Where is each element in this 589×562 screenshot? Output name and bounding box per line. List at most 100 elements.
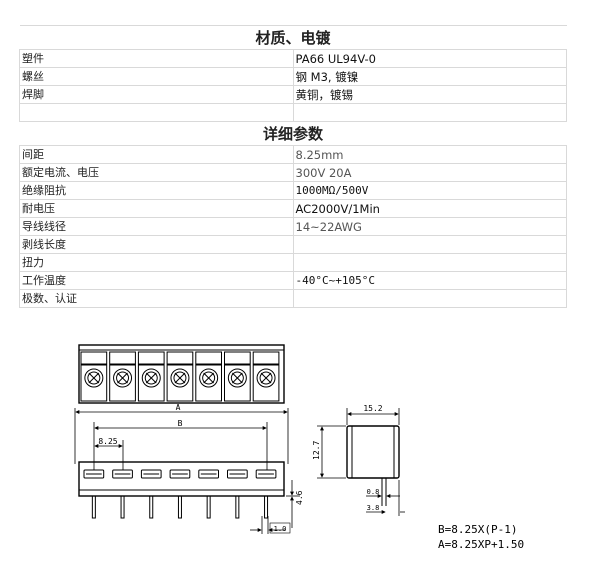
- table-row: 额定电流、电压 300V 20A: [19, 163, 567, 182]
- row-value: 14~22AWG: [292, 217, 567, 236]
- table-row: 焊脚 黄铜，镀锡: [19, 85, 567, 104]
- row-value: 300V 20A: [292, 163, 567, 182]
- screw-slot: [174, 372, 186, 384]
- details-heading: 详细参数: [19, 121, 567, 146]
- solder-pin: [264, 495, 269, 519]
- screw-inner: [259, 371, 273, 385]
- technical-drawing: A B 8.25 4.6 1.0: [74, 344, 524, 551]
- table-row: 极数、认证: [19, 289, 567, 308]
- terminal-cell-top: [109, 351, 136, 402]
- dimension-4-6: [286, 480, 300, 528]
- screw-slot: [260, 372, 272, 384]
- table-row: 扭力: [19, 253, 567, 272]
- terminal-cell-top: [166, 351, 194, 402]
- terminal-cell-front: [198, 469, 220, 519]
- wire-opening: [227, 469, 248, 479]
- screw-slot: [117, 372, 128, 384]
- screw-head: [227, 368, 247, 388]
- row-label: 额定电流、电压: [19, 163, 294, 182]
- row-label: 螺丝: [19, 67, 294, 86]
- terminal-cell-top: [224, 351, 251, 402]
- cell-top-strip: [195, 351, 223, 365]
- dim-15-2-label: 15.2: [363, 404, 382, 413]
- cell-top-body: [109, 364, 136, 402]
- dimension-1-0: [250, 516, 291, 534]
- cell-top-body: [80, 364, 108, 402]
- table-row: 剥线长度: [19, 235, 567, 254]
- cell-top-strip: [252, 351, 280, 365]
- dimension-pitch: [94, 440, 124, 470]
- wire-opening: [140, 469, 162, 479]
- terminal-cell-front: [83, 469, 105, 519]
- screw-head: [256, 368, 276, 388]
- table-row: 间距 8.25mm: [19, 145, 567, 164]
- solder-pin: [206, 495, 211, 519]
- wire-opening: [198, 469, 220, 479]
- top-view-cells: [80, 351, 280, 402]
- wire-opening: [255, 469, 277, 479]
- row-label: 焊脚: [19, 85, 294, 104]
- screw-head: [141, 368, 161, 388]
- row-value: [292, 289, 567, 308]
- wire-opening: [83, 469, 105, 479]
- table-row: 耐电压 AC2000V/1Min: [19, 199, 567, 218]
- materials-heading-row: 材质、电镀: [19, 25, 567, 50]
- front-view: [78, 461, 285, 519]
- dimension-12-7: [317, 425, 346, 479]
- row-value: 1000MΩ/500V: [292, 181, 567, 200]
- side-view: [346, 425, 400, 506]
- solder-pin: [149, 495, 154, 519]
- blank-cell: [19, 103, 294, 122]
- row-value: 黄铜，镀锡: [292, 85, 567, 104]
- screw-inner: [202, 371, 216, 385]
- table-row: 螺丝 钢 M3, 镀镍: [19, 67, 567, 86]
- dim-b-label: B: [178, 419, 183, 428]
- cell-top-body: [252, 364, 280, 402]
- table-row: 导线线径 14~22AWG: [19, 217, 567, 236]
- dim-3-8-label: 3.8: [367, 504, 380, 512]
- formula-a: A=8.25XP+1.50: [438, 538, 524, 551]
- screw-slot: [203, 372, 215, 384]
- row-value: PA66 UL94V-0: [292, 49, 567, 68]
- row-label: 间距: [19, 145, 294, 164]
- cell-top-strip: [109, 351, 136, 365]
- screw-inner: [173, 371, 187, 385]
- cell-top-strip: [224, 351, 251, 365]
- top-view: [78, 344, 285, 404]
- row-value: -40°C~+105°C: [292, 271, 567, 290]
- cell-top-body: [195, 364, 223, 402]
- cell-top-strip: [166, 351, 194, 365]
- wire-opening: [169, 469, 191, 479]
- dim-1-0-label: 1.0: [274, 525, 287, 533]
- spec-table: 材质、电镀 塑件 PA66 UL94V-0 螺丝 钢 M3, 镀镍 焊脚 黄铜，…: [19, 25, 567, 308]
- dimension-a: [74, 408, 289, 464]
- row-label: 导线线径: [19, 217, 294, 236]
- terminal-cell-top: [137, 351, 165, 402]
- dimension-15-2: [346, 408, 400, 425]
- row-label: 扭力: [19, 253, 294, 272]
- screw-inner: [87, 371, 101, 385]
- solder-pin: [120, 495, 125, 519]
- dimension-3-8: [366, 480, 405, 516]
- screw-slot: [145, 372, 157, 384]
- cell-top-body: [166, 364, 194, 402]
- blank-row: [19, 103, 567, 122]
- terminal-cell-top: [252, 351, 280, 402]
- table-row: 塑件 PA66 UL94V-0: [19, 49, 567, 68]
- dim-4-6-label: 4.6: [295, 490, 304, 505]
- front-view-cells: [83, 469, 277, 519]
- screw-head: [113, 368, 133, 388]
- terminal-cell-front: [255, 469, 277, 519]
- cell-top-body: [137, 364, 165, 402]
- row-value: [292, 253, 567, 272]
- row-label: 塑件: [19, 49, 294, 68]
- solder-pin: [177, 495, 182, 519]
- screw-head: [199, 368, 219, 388]
- dim-pitch-label: 8.25: [98, 437, 117, 446]
- terminal-cell-front: [140, 469, 162, 519]
- terminal-cell-top: [195, 351, 223, 402]
- screw-inner: [116, 371, 130, 385]
- table-row: 绝缘阻抗 1000MΩ/500V: [19, 181, 567, 200]
- screw-inner: [230, 371, 244, 385]
- terminal-cell-front: [112, 469, 133, 519]
